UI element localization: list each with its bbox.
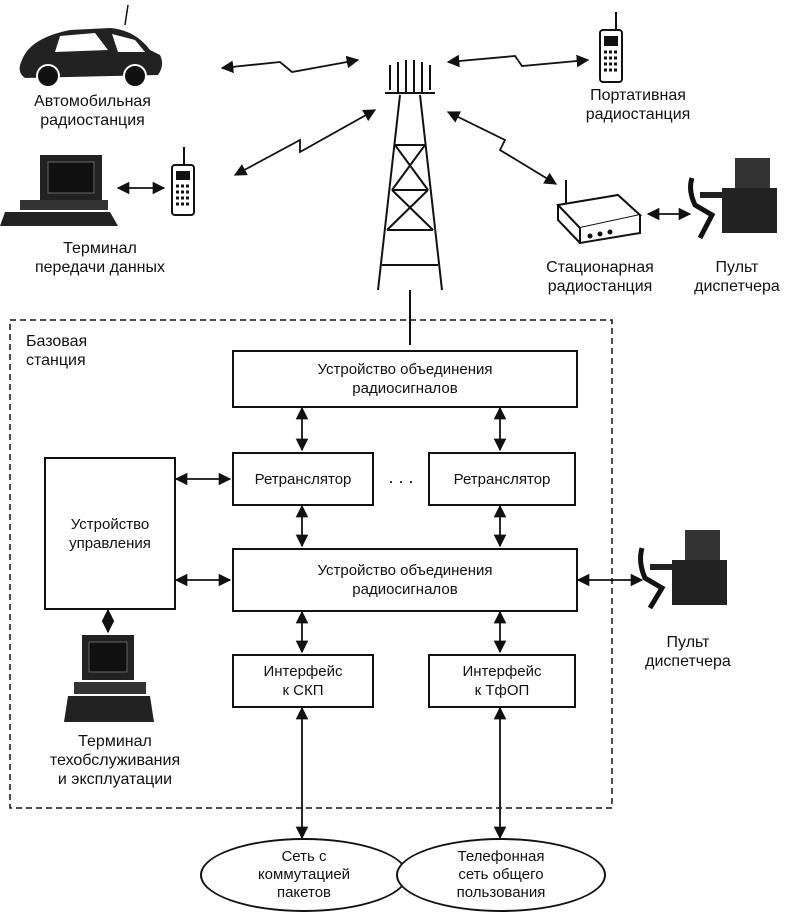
wireless-link-portable [446, 54, 590, 68]
maintenance-terminal-icon [64, 635, 154, 722]
wireless-link-stationary [446, 111, 558, 185]
repeater-1: Ретранслятор [232, 452, 374, 506]
stationary-radio-icon [555, 180, 643, 245]
wireless-link-terminal [233, 109, 377, 176]
repeater-2: Ретранслятор [428, 452, 576, 506]
handheld-radio-icon [171, 147, 195, 216]
dispatcher-console-icon [638, 530, 727, 610]
portable-radio-icon [599, 12, 623, 83]
car-icon [19, 4, 163, 88]
computer-terminal-icon [0, 155, 118, 226]
antenna-tower-icon [377, 60, 443, 345]
repeater-ellipsis: . . . [388, 467, 414, 487]
wireless-link-car [220, 55, 360, 74]
dispatcher-console-icon [688, 158, 777, 240]
base-station-boundary [9, 319, 613, 809]
